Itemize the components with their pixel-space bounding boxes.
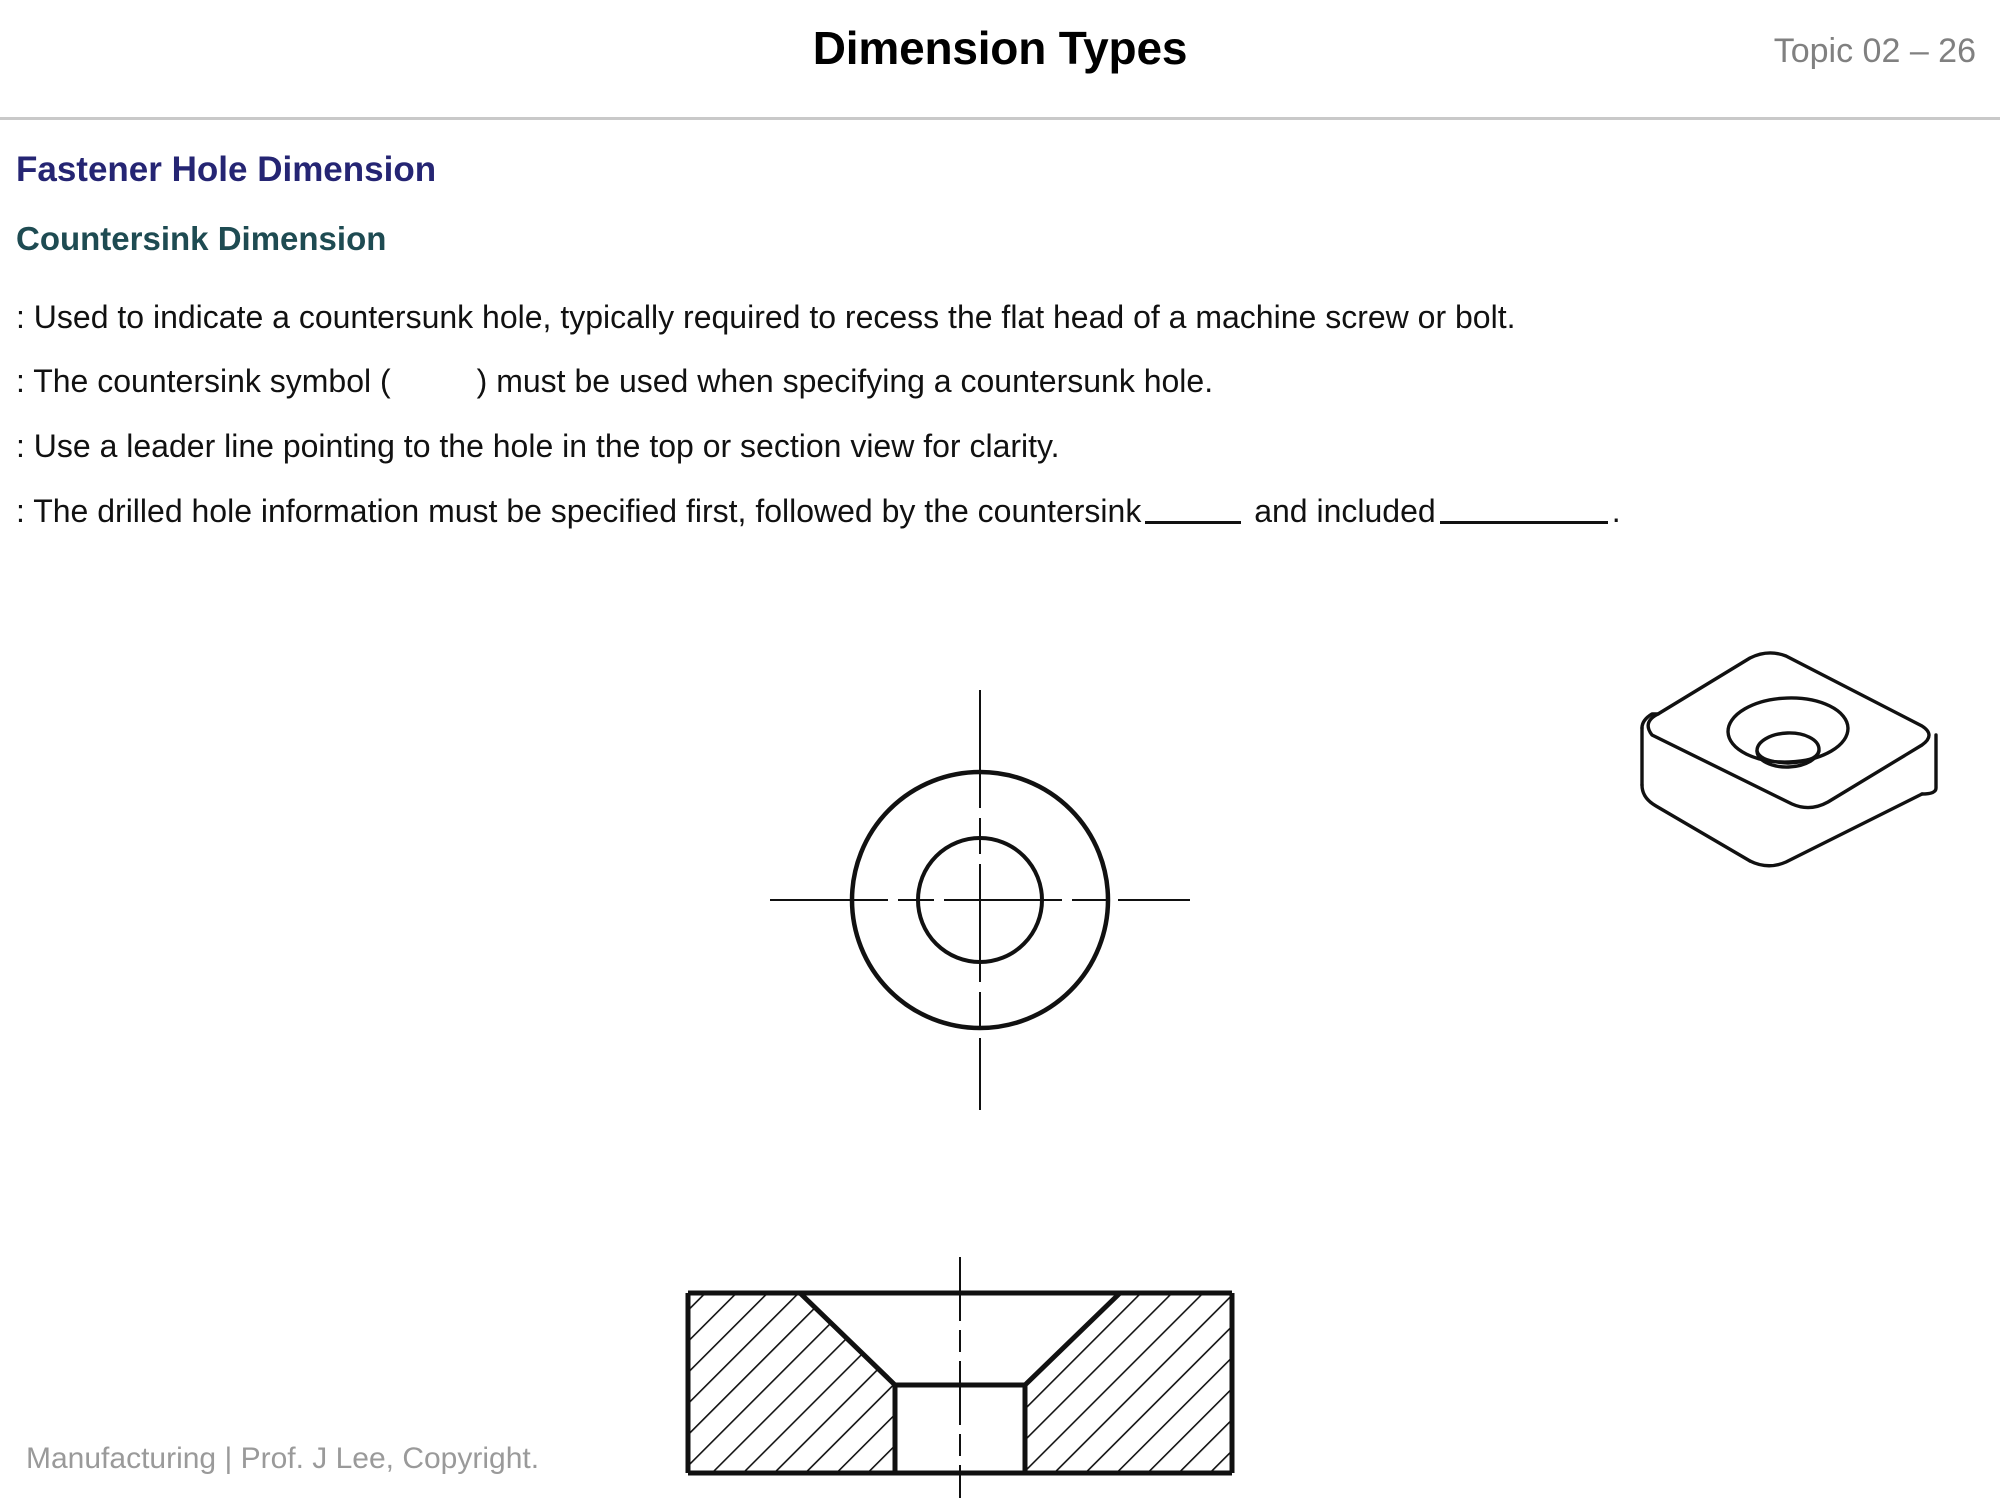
bullet-order-middle: and included (1254, 493, 1436, 529)
bullet-order-prefix: : The drilled hole information must be s… (16, 493, 1142, 529)
iso-front-bottom (1748, 792, 1924, 868)
countersink-isometric-view (1600, 610, 1990, 950)
countersink-section-view (680, 1255, 1240, 1500)
section-heading-fastener-hole-dimension: Fastener Hole Dimension (16, 150, 437, 189)
page-title: Dimension Types (812, 22, 1188, 74)
section-view-svg (685, 1257, 1235, 1498)
iso-right-edge (1920, 733, 1938, 796)
topic-number-label: Topic 02 – 26 (1773, 32, 1976, 70)
countersink-top-view (760, 680, 1200, 1120)
iso-countersink-outer-ellipse (1726, 696, 1850, 764)
iso-top-face (1646, 651, 1931, 810)
bullet-order-suffix: . (1611, 493, 1621, 529)
outer-countersink-circle (849, 769, 1111, 1031)
section-heading-countersink-dimension: Countersink Dimension (16, 220, 387, 257)
iso-view-svg (1640, 651, 1938, 868)
bullet-item-usage: : Used to indicate a countersunk hole, t… (16, 299, 1516, 335)
section-countersink-left-taper (798, 1291, 897, 1387)
slide-header: Dimension Types Topic 02 – 26 (0, 0, 2000, 120)
iso-left-corner (1640, 712, 1660, 730)
bullet-symbol-prefix: : The countersink symbol ( (16, 363, 391, 399)
inner-drill-circle (916, 836, 1044, 964)
fill-in-blank-angle (1439, 495, 1608, 524)
fill-in-blank-diameter (1145, 495, 1242, 524)
footer-credit: Manufacturing | Prof. J Lee, Copyright. (26, 1442, 540, 1475)
iso-hole-bottom-arc (1755, 749, 1821, 765)
section-countersink-right-taper (1023, 1291, 1122, 1387)
bullet-item-order: : The drilled hole information must be s… (16, 490, 1621, 532)
bullet-symbol-suffix: ) must be used when specifying a counter… (476, 363, 1214, 399)
bullet-item-leader-line: : Use a leader line pointing to the hole… (16, 428, 1060, 464)
iso-front-left-bottom (1640, 783, 1752, 863)
top-view-svg (770, 690, 1190, 1110)
bullet-item-symbol: : The countersink symbol ( ) must be used… (16, 360, 1213, 402)
header-divider (0, 117, 2000, 120)
